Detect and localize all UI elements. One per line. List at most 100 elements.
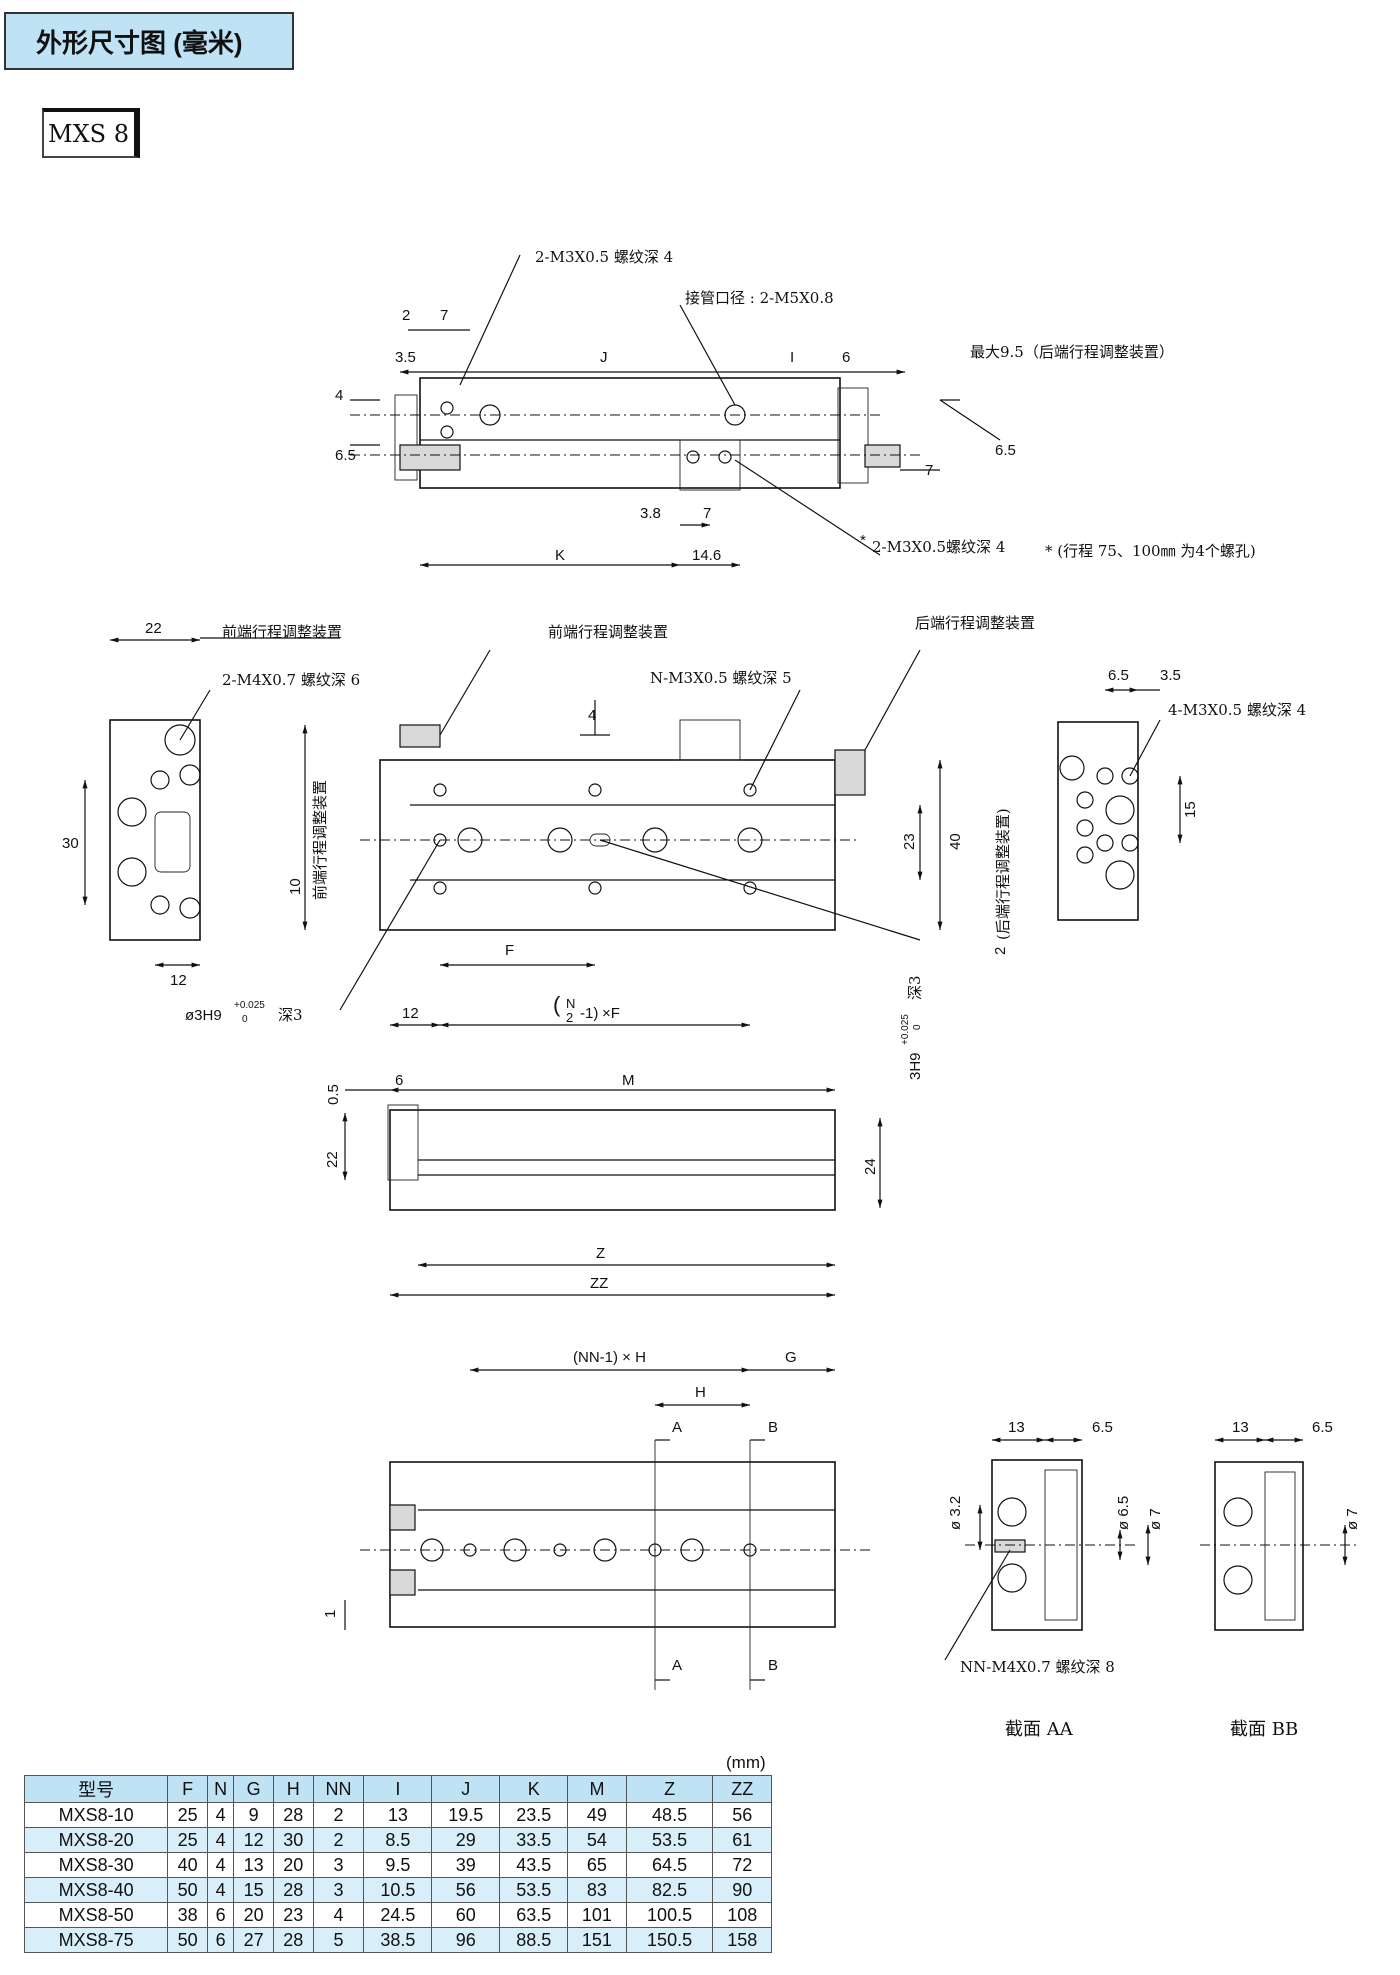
label-stroke-note: * (行程 75、100㎜ 为4个螺孔) <box>1045 542 1256 560</box>
label-hole-left-tol: +0.025 <box>234 1000 265 1011</box>
dim-6.5-aa: 6.5 <box>1092 1419 1113 1436</box>
dim-6.5-right: 6.5 <box>995 442 1016 459</box>
section-bb-rail <box>1264 1471 1296 1621</box>
label-hole-left: ø3H9 <box>185 1007 222 1024</box>
table-unit: (mm) <box>726 1753 766 1772</box>
section-a-bottom: A <box>672 1657 682 1674</box>
dim-H: H <box>695 1384 706 1401</box>
dim-6: 6 <box>842 349 850 366</box>
table-cell: 33.5 <box>499 1827 569 1853</box>
table-cell: 88.5 <box>499 1927 569 1953</box>
dim-4-pitch: 4 <box>588 707 596 724</box>
dim-24: 24 <box>862 1158 879 1175</box>
table-cell: 60 <box>431 1902 501 1928</box>
dim-6.5-bb: 6.5 <box>1312 1419 1333 1436</box>
table-cell: 100.5 <box>625 1902 714 1928</box>
bolt-circle <box>997 1497 1027 1527</box>
table-cell: 9 <box>233 1802 274 1828</box>
model-label: MXS 8 <box>42 108 140 158</box>
dim-10: 10 <box>287 878 304 895</box>
table-cell: 5 <box>312 1927 365 1953</box>
table-cell: 96 <box>431 1927 501 1953</box>
thread-hole <box>588 783 602 797</box>
plug-circle <box>1076 819 1094 837</box>
table-header-cell: J <box>431 1775 501 1803</box>
thread-hole <box>743 783 757 797</box>
label-2-m3-thread-top: 2-M3X0.5 螺纹深 4 <box>535 248 673 266</box>
dim-K: K <box>555 547 565 564</box>
table-header-cell: M <box>567 1775 627 1803</box>
top-view-endplate-right <box>837 387 869 484</box>
table-cell: 25 <box>167 1802 208 1828</box>
dim-13-aa: 13 <box>1008 1419 1025 1436</box>
dim-G: G <box>785 1349 797 1366</box>
table-cell: 43.5 <box>499 1852 569 1878</box>
top-view-endplate-left <box>394 394 418 481</box>
dim-dia-6.5: ø 6.5 <box>1115 1496 1132 1530</box>
thread-hole <box>1096 834 1114 852</box>
label-nn-m4-thread: NN-M4X0.7 螺纹深 8 <box>960 1658 1115 1676</box>
table-cell: 9.5 <box>363 1852 433 1878</box>
dim-ZZ: ZZ <box>590 1275 608 1292</box>
table-cell: 50 <box>167 1927 208 1953</box>
table-cell: 90 <box>712 1877 772 1903</box>
table-cell: 24.5 <box>363 1902 433 1928</box>
table-cell: 6 <box>206 1902 235 1928</box>
table-cell: 61 <box>712 1827 772 1853</box>
section-b-bottom: B <box>768 1657 778 1674</box>
table-cell: 56 <box>431 1877 501 1903</box>
port-circle <box>1105 860 1135 890</box>
thread-hole <box>179 764 201 786</box>
table-cell: 6 <box>206 1927 235 1953</box>
table-cell-model: MXS8-75 <box>23 1927 169 1953</box>
label-2-m3-thread-star: 2-M3X0.5螺纹深 4 <box>872 538 1005 556</box>
bolt-circle <box>1223 1565 1253 1595</box>
table-cell: 56 <box>712 1802 772 1828</box>
thread-hole <box>1096 767 1114 785</box>
label-n-m3-thread: N-M3X0.5 螺纹深 5 <box>650 669 792 687</box>
table-cell: 4 <box>206 1827 235 1853</box>
dim-M: M <box>622 1072 635 1089</box>
label-front-adjust-vertical: 前端行程调整装置 <box>311 780 329 900</box>
table-cell: 4 <box>206 1852 235 1878</box>
label-2-m4-thread: 2-M4X0.7 螺纹深 6 <box>222 671 360 689</box>
table-header-cell: F <box>167 1775 208 1803</box>
table-cell: 15 <box>233 1877 274 1903</box>
dim-J: J <box>600 349 608 366</box>
bottom-adjuster-1 <box>389 1504 416 1531</box>
dim-22-elev: 22 <box>324 1151 341 1168</box>
adjuster-circle <box>1059 755 1085 781</box>
table-cell: 53.5 <box>625 1827 714 1853</box>
dim-13-bb: 13 <box>1232 1419 1249 1436</box>
table-header-cell: H <box>272 1775 314 1803</box>
table-cell: 4 <box>206 1802 235 1828</box>
dim-dia-7-bb: ø 7 <box>1344 1508 1361 1530</box>
table-header-cell: G <box>233 1775 274 1803</box>
table-cell: 53.5 <box>499 1877 569 1903</box>
dim-dia-7-aa: ø 7 <box>1147 1508 1164 1530</box>
table-header-cell: ZZ <box>712 1775 772 1803</box>
table-cell-model: MXS8-30 <box>23 1852 169 1878</box>
label-port-size: 接管口径 : 2-M5X0.8 <box>685 289 834 307</box>
table-header-cell: K <box>499 1775 569 1803</box>
table-cell: 38 <box>167 1902 208 1928</box>
section-b-top: B <box>768 1419 778 1436</box>
table-header-cell: NN <box>312 1775 365 1803</box>
dim-7: 7 <box>440 307 448 324</box>
bottom-adjuster-2 <box>389 1569 416 1596</box>
table-cell-model: MXS8-10 <box>23 1802 169 1828</box>
paren-open: ( <box>553 992 561 1017</box>
table-cell: 3 <box>312 1877 365 1903</box>
table-cell: 19.5 <box>431 1802 501 1828</box>
adjuster-circle <box>164 724 196 756</box>
label-front-adjust-mid: 前端行程调整装置 <box>548 623 668 641</box>
table-cell: 30 <box>272 1827 314 1853</box>
star-mark: * <box>860 532 866 549</box>
table-cell: 54 <box>567 1827 627 1853</box>
table-cell: 101 <box>567 1902 627 1928</box>
table-cell: 13 <box>363 1802 433 1828</box>
slot-outline <box>154 811 191 873</box>
table-header-cell: Z <box>625 1775 714 1803</box>
